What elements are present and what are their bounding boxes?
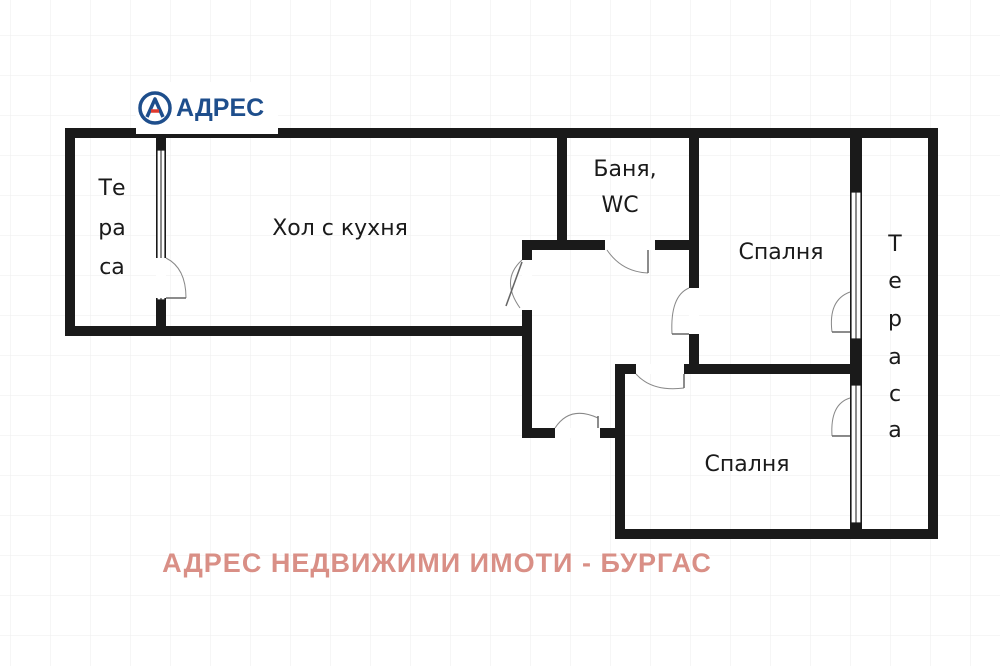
terrace-right-label-2: е	[888, 269, 902, 294]
brand-logo: АДРЕС	[136, 82, 278, 134]
terrace-right-label-1: Т	[887, 232, 902, 257]
terrace-right-label-4: а	[888, 345, 901, 370]
terrace-left-label-2: ра	[98, 216, 125, 241]
doors	[156, 240, 851, 438]
room-labels: Те ра са Хол с кухня Баня, WC Спалня Спа…	[98, 157, 903, 477]
bedroom-2-label: Спалня	[705, 452, 790, 477]
living-kitchen-label: Хол с кухня	[272, 216, 408, 241]
footer-agency-text: АДРЕС НЕДВИЖИМИ ИМОТИ - БУРГАС	[162, 548, 712, 578]
logo-mark-icon	[138, 91, 172, 125]
terrace-left-label-1: Те	[98, 176, 126, 201]
terrace-right-label-5: с	[889, 382, 901, 407]
bedroom-1-label: Спалня	[739, 240, 824, 265]
glass-partitions	[156, 149, 862, 524]
terrace-right-label-6: а	[888, 418, 901, 443]
terrace-left-label-3: са	[99, 255, 125, 280]
terrace-right-label-3: р	[888, 307, 902, 332]
brand-name: АДРЕС	[176, 93, 265, 122]
bathroom-label-line1: Баня,	[593, 157, 656, 182]
bathroom-label-line2: WC	[601, 193, 638, 218]
